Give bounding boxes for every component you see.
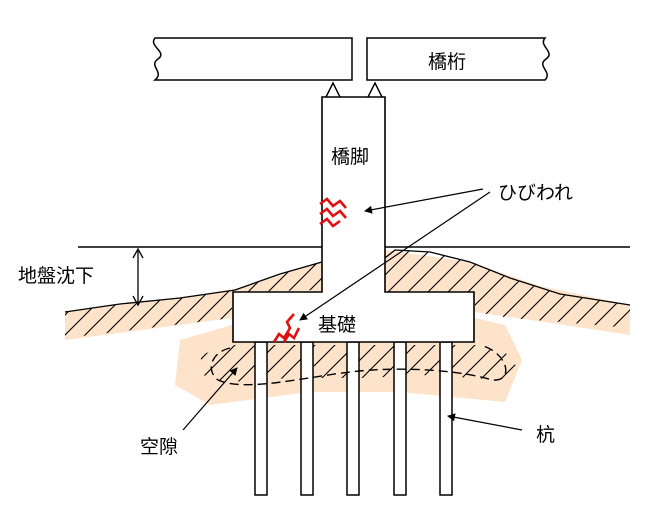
pile-leader bbox=[447, 413, 523, 431]
crack-leader-pier bbox=[364, 188, 484, 214]
crack-leader-footing bbox=[299, 191, 491, 321]
void-outline bbox=[210, 344, 507, 386]
pile-label: 杭 bbox=[536, 424, 555, 446]
pile-2 bbox=[300, 341, 314, 496]
pile-3 bbox=[346, 341, 360, 496]
footing-and-pier bbox=[232, 96, 475, 343]
void-label: 空隙 bbox=[140, 436, 178, 458]
girder-left bbox=[152, 37, 353, 81]
footing-crack bbox=[272, 313, 301, 343]
bearing-right bbox=[367, 81, 383, 98]
pier-label: 橋脚 bbox=[331, 146, 369, 168]
pile-4 bbox=[393, 341, 407, 496]
pile-5 bbox=[439, 341, 453, 496]
crack-label: ひびわれ bbox=[498, 182, 573, 204]
void-leader bbox=[182, 367, 238, 431]
girder-label: 橋桁 bbox=[428, 51, 466, 73]
subsidence-arrowhead-top bbox=[132, 247, 144, 259]
ground-right-hatch bbox=[385, 250, 630, 328]
subsidence-arrowhead-bottom bbox=[132, 295, 144, 307]
ground-left-hatch bbox=[65, 262, 322, 338]
bearing-left bbox=[325, 81, 341, 98]
ground-surface-line bbox=[64, 249, 631, 313]
footing-label: 基礎 bbox=[318, 314, 356, 336]
subsidence-label: 地盤沈下 bbox=[18, 265, 94, 287]
girder-right bbox=[366, 37, 550, 81]
pile-1 bbox=[254, 341, 268, 496]
pier-crack bbox=[319, 197, 347, 228]
